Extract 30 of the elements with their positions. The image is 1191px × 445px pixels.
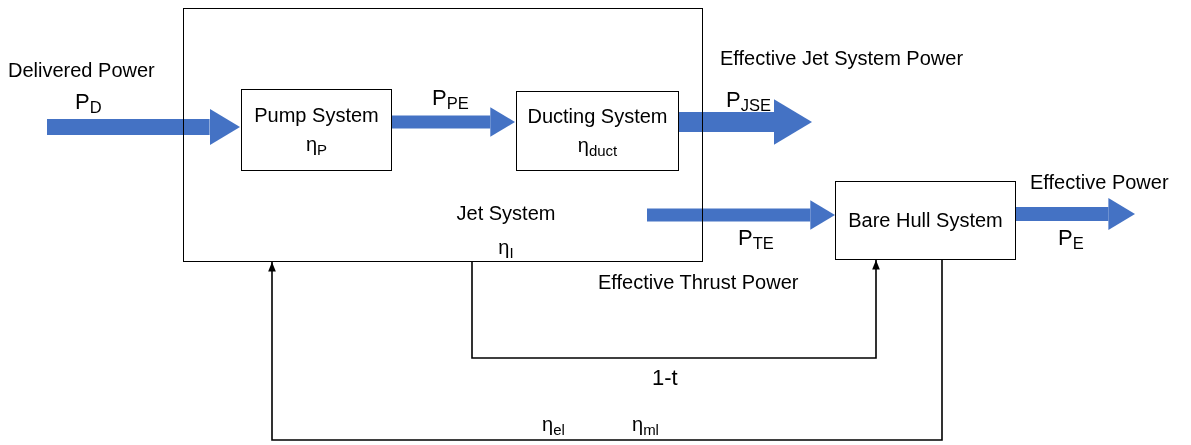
system-box [835, 181, 1016, 260]
efficiency-symbol: η$_{I}$ [497, 235, 515, 260]
power-flow-arrow [1016, 198, 1135, 230]
power-flow-arrow [647, 200, 835, 230]
power-label: Effective Thrust Power [598, 270, 799, 295]
efficiency-symbol: η$_{duct}$ [577, 133, 618, 158]
system-name: Jet System [455, 201, 557, 226]
power-flow-arrow [678, 99, 812, 145]
system-box [241, 89, 392, 171]
system-name: Pump System [254, 103, 379, 128]
edge-label: P$_{E}$ [1058, 224, 1084, 252]
edge-label: P$_{TE}$ [738, 224, 774, 252]
power-label: Delivered Power [8, 58, 155, 83]
system-box [516, 91, 679, 171]
edge-label: P$_{PE}$ [432, 84, 469, 112]
system-name: Bare Hull System [848, 208, 1003, 233]
power-label: Effective Power [1030, 170, 1169, 195]
feedback-arrow [471, 259, 880, 359]
efficiency-symbol: η$_{P}$ [305, 132, 328, 157]
power-flow-arrow [47, 108, 240, 146]
efficiency-symbol: η$_{ml}$ [632, 412, 659, 437]
power-label: Effective Jet System Power [720, 46, 964, 71]
system-name: Ducting System [527, 104, 668, 129]
system-box [183, 8, 703, 262]
feedback-arrow [268, 259, 943, 441]
efficiency-symbol: η$_{el}$ [542, 412, 565, 437]
power-flow-arrow [391, 107, 515, 137]
edge-label: P$_{D}$ [75, 88, 102, 116]
edge-label: P$_{JSE}$ [726, 86, 771, 114]
edge-label: 1-t [652, 364, 678, 392]
